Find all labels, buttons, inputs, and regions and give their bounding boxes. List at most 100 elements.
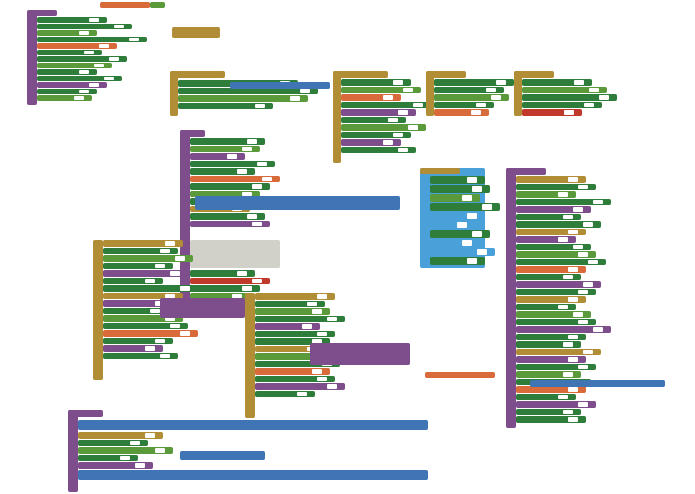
statement-block[interactable] xyxy=(255,323,320,330)
statement-block[interactable] xyxy=(103,270,188,277)
statement-block[interactable] xyxy=(103,330,198,337)
statement-block[interactable] xyxy=(103,255,193,262)
statement-block[interactable] xyxy=(178,95,308,102)
statement-block[interactable] xyxy=(37,23,132,29)
statement-block[interactable] xyxy=(78,462,153,469)
statement-block[interactable] xyxy=(516,341,581,348)
statement-block[interactable] xyxy=(516,401,596,408)
statement-block[interactable] xyxy=(516,206,591,213)
statement-block[interactable] xyxy=(341,124,426,131)
statement-block[interactable] xyxy=(103,307,168,314)
statement-block[interactable] xyxy=(430,176,485,184)
if-block[interactable] xyxy=(93,240,103,380)
event-handler-block[interactable] xyxy=(514,71,522,116)
global-variable-block[interactable] xyxy=(425,372,495,378)
procedure-block[interactable] xyxy=(27,10,37,105)
disabled-block[interactable] xyxy=(190,240,280,268)
statement-block[interactable] xyxy=(103,345,163,352)
statement-block[interactable] xyxy=(516,393,576,400)
math-block[interactable] xyxy=(78,470,428,480)
statement-block[interactable] xyxy=(37,30,97,36)
statement-block[interactable] xyxy=(190,138,265,145)
procedure-block[interactable] xyxy=(506,168,516,428)
statement-block[interactable] xyxy=(190,220,270,227)
statement-block[interactable] xyxy=(255,368,330,375)
statement-block[interactable] xyxy=(103,322,188,329)
statement-block[interactable] xyxy=(78,447,173,454)
statement-block[interactable] xyxy=(430,239,480,247)
statement-block[interactable] xyxy=(516,183,596,190)
statement-block[interactable] xyxy=(341,79,411,86)
statement-block[interactable] xyxy=(190,285,260,292)
statement-block[interactable] xyxy=(103,262,173,269)
statement-block[interactable] xyxy=(190,153,245,160)
statement-block[interactable] xyxy=(516,273,581,280)
statement-block[interactable] xyxy=(37,56,127,62)
statement-block[interactable] xyxy=(341,94,401,101)
event-handler-block[interactable] xyxy=(426,71,434,116)
statement-block[interactable] xyxy=(522,94,617,101)
statement-block[interactable] xyxy=(255,383,345,390)
statement-block[interactable] xyxy=(516,408,581,415)
statement-block[interactable] xyxy=(178,87,318,94)
statement-block[interactable] xyxy=(103,292,183,299)
statement-block[interactable] xyxy=(516,386,586,393)
statement-block[interactable] xyxy=(430,221,475,229)
global-variable-block[interactable] xyxy=(172,27,220,38)
statement-block[interactable] xyxy=(516,213,581,220)
statement-block[interactable] xyxy=(516,191,576,198)
math-block[interactable] xyxy=(78,420,428,430)
statement-block[interactable] xyxy=(178,102,273,109)
statement-block[interactable] xyxy=(516,251,596,258)
statement-block[interactable] xyxy=(430,185,490,193)
statement-block[interactable] xyxy=(37,36,147,42)
statement-block[interactable] xyxy=(37,69,97,75)
statement-block[interactable] xyxy=(516,371,581,378)
procedure-call-block[interactable] xyxy=(160,298,245,318)
statement-block[interactable] xyxy=(78,432,163,439)
statement-block[interactable] xyxy=(37,75,122,81)
statement-block[interactable] xyxy=(516,281,601,288)
statement-block[interactable] xyxy=(341,116,406,123)
statement-block[interactable] xyxy=(103,315,183,322)
statement-block[interactable] xyxy=(430,194,480,202)
statement-block[interactable] xyxy=(190,160,275,167)
statement-block[interactable] xyxy=(103,352,178,359)
statement-block[interactable] xyxy=(516,311,591,318)
statement-block[interactable] xyxy=(434,101,494,108)
statement-block[interactable] xyxy=(430,248,495,256)
procedure-header-block[interactable] xyxy=(68,410,103,417)
statement-block[interactable] xyxy=(341,131,411,138)
statement-block[interactable] xyxy=(516,333,586,340)
statement-block[interactable] xyxy=(255,293,335,300)
math-block[interactable] xyxy=(180,451,265,460)
procedure-header-block[interactable] xyxy=(180,130,205,137)
statement-block[interactable] xyxy=(255,338,330,345)
event-header-block[interactable] xyxy=(333,71,388,78)
statement-block[interactable] xyxy=(190,175,280,182)
statement-block[interactable] xyxy=(103,240,183,247)
statement-block[interactable] xyxy=(522,79,592,86)
statement-block[interactable] xyxy=(78,454,138,461)
statement-block[interactable] xyxy=(516,318,596,325)
statement-block[interactable] xyxy=(516,258,606,265)
statement-block[interactable] xyxy=(103,337,173,344)
statement-block[interactable] xyxy=(341,146,416,153)
statement-block[interactable] xyxy=(516,243,591,250)
statement-block[interactable] xyxy=(103,285,198,292)
event-header-block[interactable] xyxy=(420,168,460,174)
statement-block[interactable] xyxy=(37,43,117,49)
statement-block[interactable] xyxy=(516,326,611,333)
statement-block[interactable] xyxy=(516,363,596,370)
statement-block[interactable] xyxy=(522,101,602,108)
statement-block[interactable] xyxy=(37,88,97,94)
statement-block[interactable] xyxy=(522,86,607,93)
statement-block[interactable] xyxy=(37,62,112,68)
statement-block[interactable] xyxy=(516,296,586,303)
statement-block[interactable] xyxy=(430,257,485,265)
statement-block[interactable] xyxy=(255,308,330,315)
statement-block[interactable] xyxy=(255,315,345,322)
statement-block[interactable] xyxy=(190,183,270,190)
statement-block[interactable] xyxy=(190,213,265,220)
